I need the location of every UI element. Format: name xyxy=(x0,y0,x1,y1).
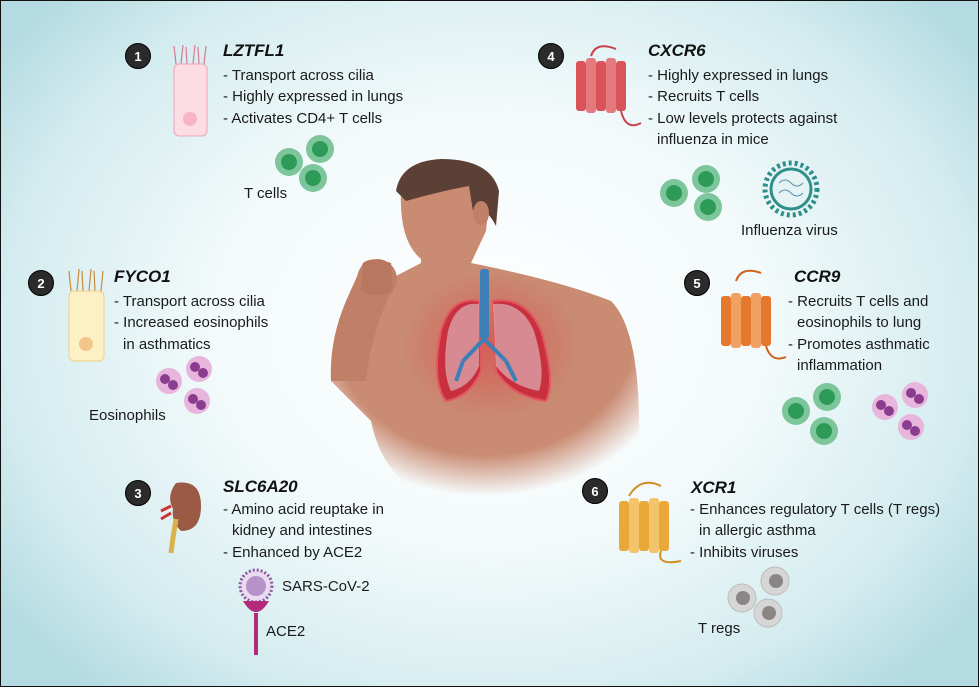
ciliated-cell-icon xyxy=(173,44,208,137)
influenza-virus-label: Influenza virus xyxy=(741,222,838,239)
description-line: - Increased eosinophils xyxy=(114,314,269,332)
description-line: - Transport across cilia xyxy=(114,293,265,310)
eosinophils-icon xyxy=(872,382,928,440)
t-regs-label: T regs xyxy=(698,620,741,637)
coughing-man-icon xyxy=(330,159,640,496)
gene-title-fyco1: FYCO1 xyxy=(114,267,171,286)
description-line: - Activates CD4+ T cells xyxy=(223,109,383,127)
gene-description: - Recruits T cells and eosinophils to lu… xyxy=(788,291,930,376)
ace2-receptor-icon xyxy=(243,601,269,655)
gene-title-ccr9: CCR9 xyxy=(794,267,841,286)
description-line: - Inhibits viruses xyxy=(690,543,799,561)
description-line: influenza in mice xyxy=(657,130,769,148)
t-cells-icon xyxy=(275,135,334,192)
xcr1-receptor-icon xyxy=(619,481,682,564)
description-line: - Low levels protects against xyxy=(648,109,838,127)
gene-description: - Transport across cilia - Highly expres… xyxy=(223,65,403,129)
description-line: - Enhanced by ACE2 xyxy=(223,543,363,561)
t-regs-icon xyxy=(727,566,790,628)
description-line: eosinophils to lung xyxy=(797,314,922,332)
description-line: - Highly expressed in lungs xyxy=(648,67,829,84)
sars-cov-2-label: SARS-CoV-2 xyxy=(282,578,370,595)
gene-title-xcr1: XCR1 xyxy=(691,478,737,497)
number-badge: 4 xyxy=(538,43,564,69)
lungs-icon xyxy=(401,269,581,421)
t-cells-label: T cells xyxy=(244,185,288,202)
influenza-virus-icon xyxy=(762,160,820,218)
gene-title-lztfl1: LZTFL1 xyxy=(223,41,285,60)
number-badge: 1 xyxy=(125,43,151,69)
ccr9-receptor-icon xyxy=(721,269,787,360)
gene-description: - Highly expressed in lungs - Recruits T… xyxy=(648,65,837,150)
description-line: - Enhances regulatory T cells (T regs) xyxy=(690,501,941,518)
description-line: inflammation xyxy=(797,356,883,374)
description-line: - Amino acid reuptake in xyxy=(223,501,384,518)
t-cells-icon xyxy=(782,383,841,445)
kidney-icon xyxy=(160,482,201,554)
ciliated-cell-icon xyxy=(68,268,105,362)
description-line: in allergic asthma xyxy=(699,522,816,540)
gene-title-cxcr6: CXCR6 xyxy=(648,41,706,60)
description-line: - Transport across cilia xyxy=(223,67,374,84)
gene-description: - Amino acid reuptake in kidney and inte… xyxy=(223,499,384,563)
number-badge: 6 xyxy=(582,478,608,504)
number-badge: 2 xyxy=(28,270,54,296)
gene-description: - Transport across cilia - Increased eos… xyxy=(114,291,268,355)
cxcr6-receptor-icon xyxy=(576,45,642,127)
eosinophils-label: Eosinophils xyxy=(89,407,166,424)
ace2-label: ACE2 xyxy=(266,623,306,640)
t-cells-icon xyxy=(660,165,722,221)
eosinophils-icon xyxy=(156,356,212,414)
sars-cov-2-icon xyxy=(238,568,274,604)
description-line: - Recruits T cells xyxy=(648,88,760,106)
number-badge: 5 xyxy=(684,270,710,296)
description-line: in asthmatics xyxy=(123,335,211,353)
gene-description: - Enhances regulatory T cells (T regs) i… xyxy=(690,499,940,563)
number-badge: 3 xyxy=(125,480,151,506)
description-line: kidney and intestines xyxy=(232,522,373,540)
description-line: - Promotes asthmatic xyxy=(788,335,930,353)
description-line: - Highly expressed in lungs xyxy=(223,88,404,106)
gene-title-slc6a20: SLC6A20 xyxy=(223,477,298,496)
description-line: - Recruits T cells and xyxy=(788,293,929,310)
